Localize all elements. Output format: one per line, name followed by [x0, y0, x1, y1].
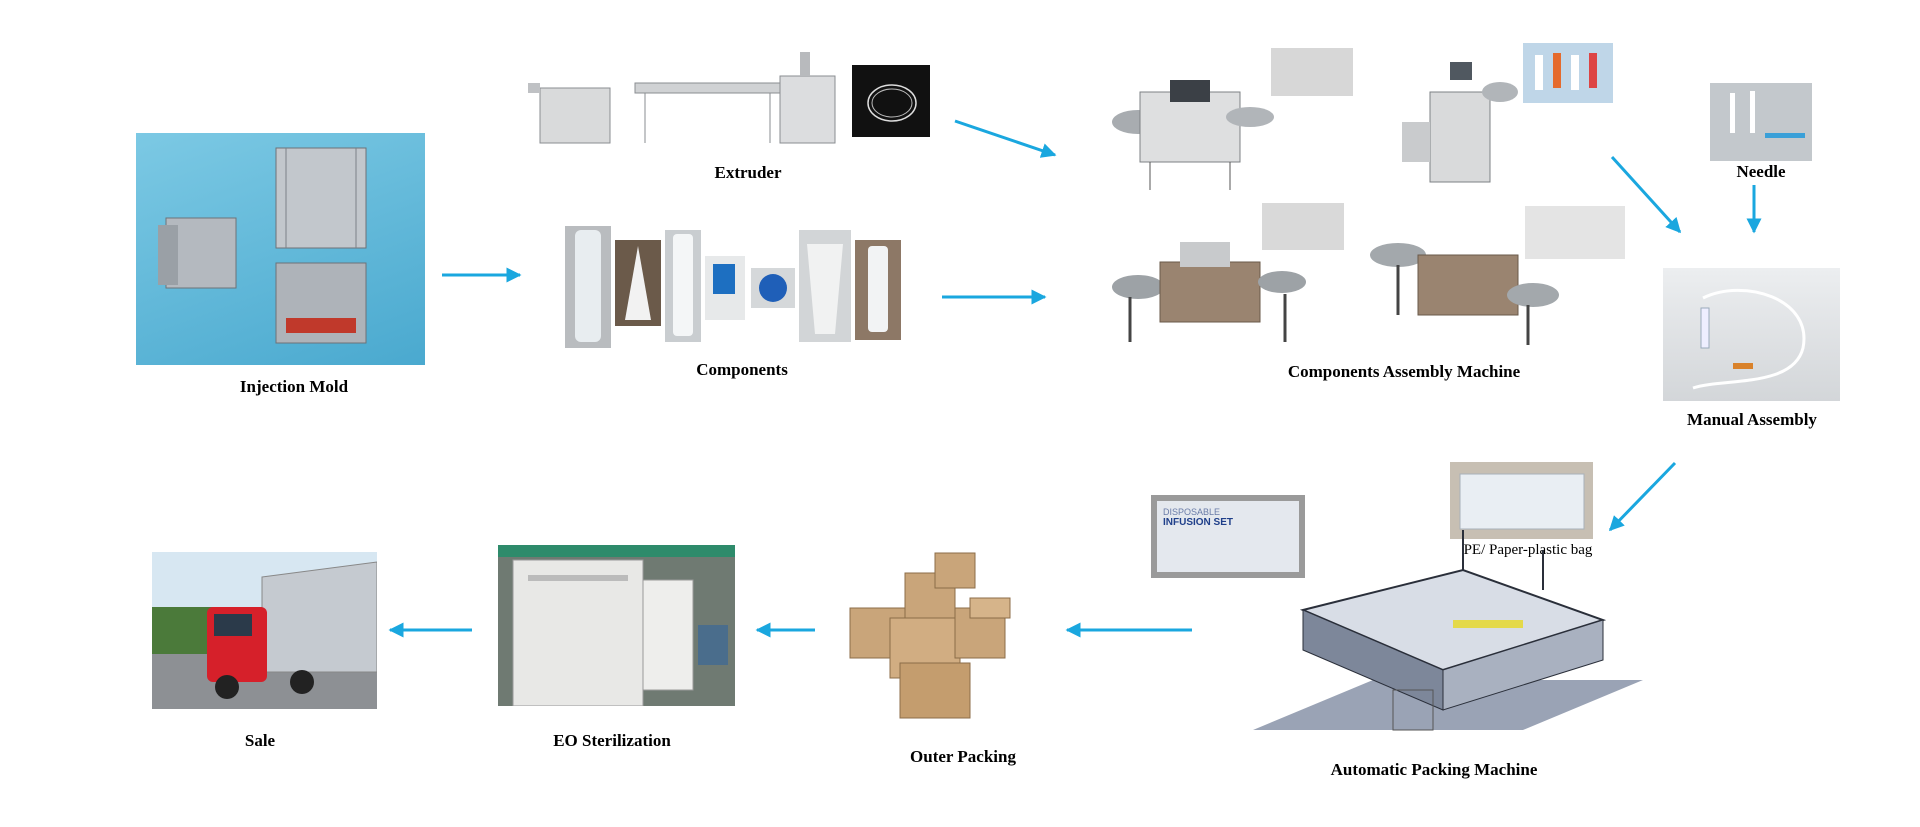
- assembly-machine-3-image: [1110, 222, 1310, 347]
- assembly-machine-2-image: [1400, 52, 1520, 187]
- eo-sterilization-image: [498, 545, 735, 706]
- pe-bag-image: [1450, 462, 1593, 539]
- extruder-image: [520, 48, 850, 153]
- label-pe-bag: PE/ Paper-plastic bag: [1463, 542, 1593, 558]
- label-components: Components: [696, 360, 788, 379]
- arrow-manual-to-packing: [1608, 461, 1677, 532]
- package-name: INFUSION SET: [1163, 517, 1234, 528]
- sale-truck-image: [152, 552, 377, 709]
- manual-assembly-image: [1663, 268, 1840, 401]
- assembly-parts-4-image: [1525, 206, 1625, 259]
- label-extruder: Extruder: [714, 163, 782, 182]
- package-brand: DISPOSABLE: [1163, 507, 1221, 517]
- injection-mold-image: [136, 133, 425, 365]
- components-image: [563, 224, 903, 352]
- infusion-set-package-image: DISPOSABLE INFUSION SET: [1151, 495, 1305, 578]
- label-eo-sterilization: EO Sterilization: [553, 731, 671, 750]
- tubing-image: [852, 65, 930, 137]
- label-needle: Needle: [1736, 162, 1786, 181]
- label-manual-assembly: Manual Assembly: [1687, 410, 1817, 429]
- label-components-assembly-machine: Components Assembly Machine: [1287, 362, 1521, 381]
- arrow-assembly-to-manual: [1610, 155, 1682, 234]
- label-injection-mold: Injection Mold: [239, 377, 349, 396]
- outer-packing-image: [830, 548, 1058, 726]
- label-sale: Sale: [244, 731, 276, 750]
- assembly-parts-2-image: [1523, 43, 1613, 103]
- assembly-parts-1-image: [1271, 48, 1353, 96]
- needle-image: [1710, 83, 1812, 161]
- label-automatic-packing-machine: Automatic Packing Machine: [1330, 760, 1538, 779]
- arrow-extruder-to-assembly: [954, 119, 1057, 158]
- label-outer-packing: Outer Packing: [910, 747, 1016, 766]
- assembly-machine-1-image: [1110, 62, 1280, 192]
- packing-machine-image: [1243, 530, 1653, 740]
- assembly-parts-3-image: [1262, 203, 1344, 250]
- assembly-machine-4-image: [1368, 225, 1563, 347]
